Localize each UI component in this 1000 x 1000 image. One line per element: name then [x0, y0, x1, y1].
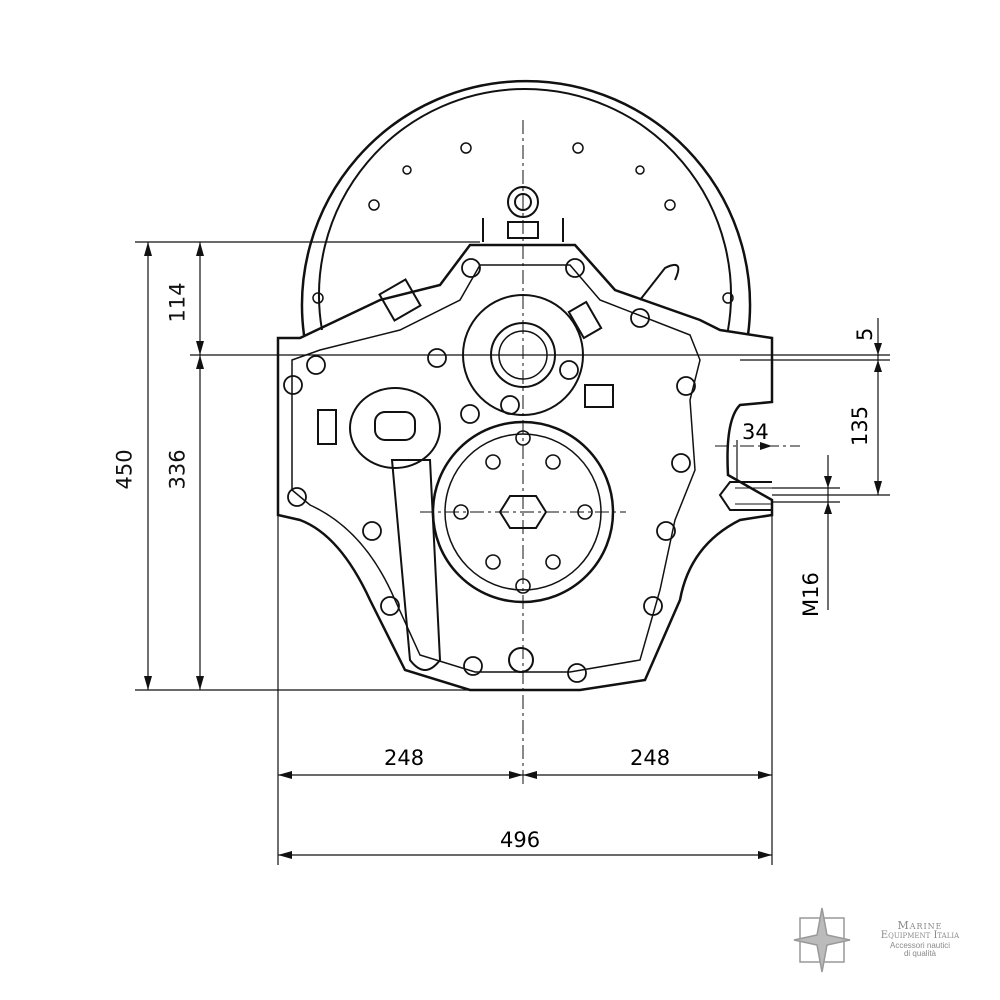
dim-496: 496: [500, 828, 541, 852]
dim-336-label: 336: [166, 450, 190, 490]
lifting-eye: [482, 186, 680, 673]
dim-248-right: 248: [630, 746, 671, 770]
dimension-arrows: [144, 242, 882, 859]
dim-114-label: 114: [166, 283, 190, 323]
logo-line1: Marine: [897, 919, 943, 932]
dim-114: 114: [163, 282, 198, 323]
flywheel-flange: [300, 79, 752, 336]
extension-lines: [135, 241, 890, 865]
dimension-lines: [147, 242, 879, 856]
mounting-lug: [718, 481, 772, 511]
dim-m16: M16: [799, 572, 823, 617]
housing-bolts: [283, 258, 696, 683]
dim-34: 34: [742, 420, 769, 444]
logo-line2: Equipment Italia: [880, 930, 960, 941]
housing-outline: [276, 243, 774, 692]
brand-logo: Marine Equipment Italia Accessori nautic…: [850, 920, 990, 958]
control-lever: [317, 278, 614, 671]
dim-248-left: 248: [384, 746, 425, 770]
logo-compass-icon: [793, 907, 851, 973]
dim-135: 135: [848, 405, 872, 446]
dim-336: 336: [163, 449, 198, 490]
logo-tagline2: di qualità: [903, 949, 937, 958]
dim-450-label: 450: [113, 450, 137, 490]
logo-tagline1: Accessori nautici: [889, 941, 951, 950]
dim-5: 5: [853, 327, 877, 341]
dim-450: 450: [110, 449, 145, 490]
